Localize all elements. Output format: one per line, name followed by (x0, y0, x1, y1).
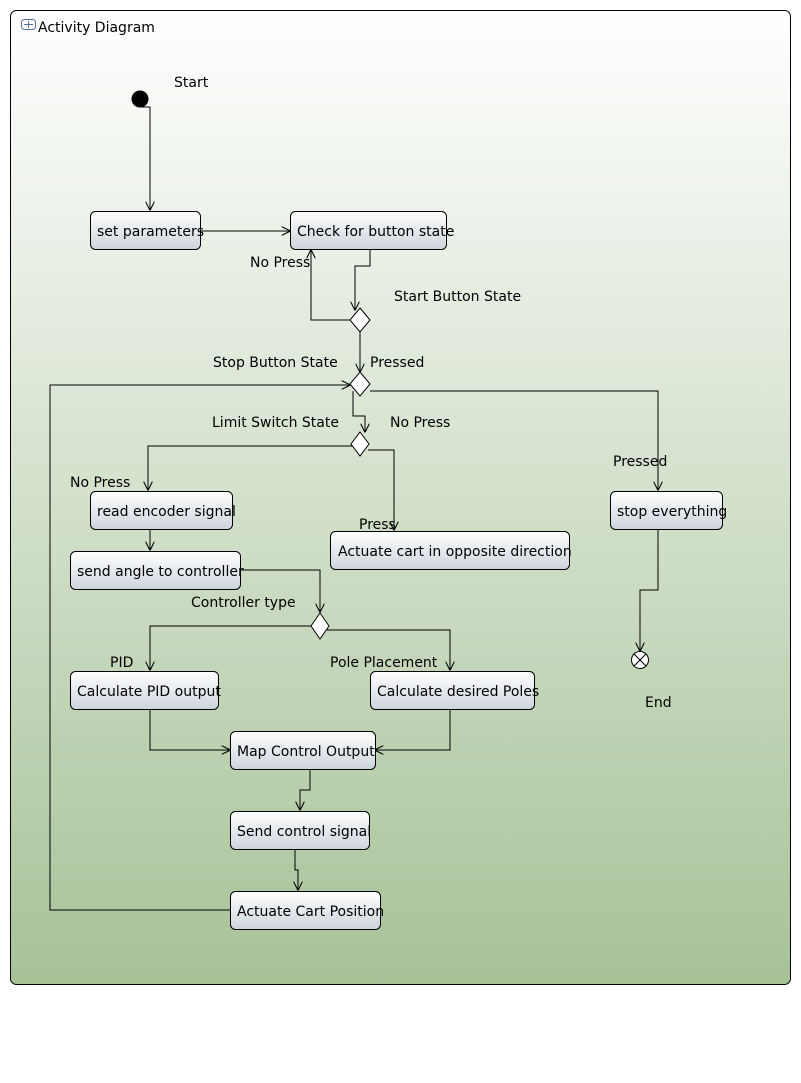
action-send-control-signal-label: Send control signal (237, 824, 371, 840)
label-controller-type: Controller type (191, 595, 296, 611)
action-set-parameters: set parameters (90, 211, 204, 250)
edge-send-angle-to-controller-decision (240, 569, 320, 612)
action-set-parameters-label: set parameters (97, 224, 204, 240)
edge-calc-poles-to-map-output (375, 709, 451, 750)
label-pid: PID (110, 655, 133, 671)
label-end: End (645, 695, 672, 711)
decision-stop-button (349, 371, 371, 397)
action-read-encoder-signal-label: read encoder signal (97, 504, 236, 520)
decision-start-button (349, 307, 371, 333)
edge-stop-everything-to-end (640, 530, 659, 651)
edge-map-output-to-send-signal (300, 769, 311, 810)
action-stop-everything: stop everything (610, 491, 727, 530)
edge-stop-decision-to-limit-decision (352, 391, 365, 432)
label-start-button-state: Start Button State (394, 289, 521, 305)
action-check-button-state-label: Check for button state (297, 224, 454, 240)
label-pole-placement: Pole Placement (330, 655, 438, 671)
label-pressed-start: Pressed (370, 355, 424, 371)
decision-controller-type (310, 612, 330, 640)
label-limit-switch-state: Limit Switch State (212, 415, 339, 431)
action-calculate-pid-output: Calculate PID output (70, 671, 221, 710)
label-stop-button-state: Stop Button State (213, 355, 338, 371)
action-actuate-opposite-direction-label: Actuate cart in opposite direction (338, 544, 572, 560)
label-pressed-stop: Pressed (613, 454, 667, 470)
action-read-encoder-signal: read encoder signal (90, 491, 236, 530)
edge-start-decision-no-press-loop (311, 250, 350, 321)
action-send-angle-to-controller-label: send angle to controller (77, 564, 244, 580)
edge-send-signal-to-actuate-position (295, 849, 298, 890)
edge-actuate-position-loop-back (49, 385, 350, 911)
edges (49, 106, 659, 911)
diagram-frame (10, 10, 791, 985)
action-map-control-output: Map Control Output (230, 731, 376, 770)
label-no-press-start: No Press (250, 255, 310, 271)
label-press-limit: Press (359, 517, 396, 533)
edge-check-button-to-start-decision (355, 250, 371, 310)
action-actuate-opposite-direction: Actuate cart in opposite direction (330, 531, 572, 570)
label-no-press-stop: No Press (390, 415, 450, 431)
edge-controller-decision-pole-placement (327, 629, 450, 670)
edge-limit-decision-no-press (148, 445, 355, 490)
action-send-control-signal: Send control signal (230, 811, 371, 850)
initial-node (131, 90, 149, 108)
flow-final-node (631, 651, 649, 669)
edge-limit-decision-press (368, 449, 394, 530)
activity-diagram-icon (21, 19, 36, 30)
edge-stop-decision-pressed (370, 390, 658, 490)
action-actuate-cart-position-label: Actuate Cart Position (237, 904, 384, 920)
action-calculate-desired-poles: Calculate desired Poles (370, 671, 539, 710)
action-actuate-cart-position: Actuate Cart Position (230, 891, 384, 930)
diagram-title: Activity Diagram (38, 20, 155, 36)
action-send-angle-to-controller: send angle to controller (70, 551, 244, 590)
label-start: Start (174, 75, 209, 91)
action-calculate-desired-poles-label: Calculate desired Poles (377, 684, 539, 700)
action-map-control-output-label: Map Control Output (237, 744, 375, 760)
edge-start-to-set-parameters (140, 106, 150, 210)
decision-limit-switch (350, 431, 370, 457)
edge-controller-decision-pid (150, 625, 313, 670)
action-check-button-state: Check for button state (290, 211, 454, 250)
edge-calc-pid-to-map-output (149, 709, 230, 750)
action-stop-everything-label: stop everything (617, 504, 727, 520)
label-no-press-limit: No Press (70, 475, 130, 491)
action-calculate-pid-output-label: Calculate PID output (77, 684, 221, 700)
